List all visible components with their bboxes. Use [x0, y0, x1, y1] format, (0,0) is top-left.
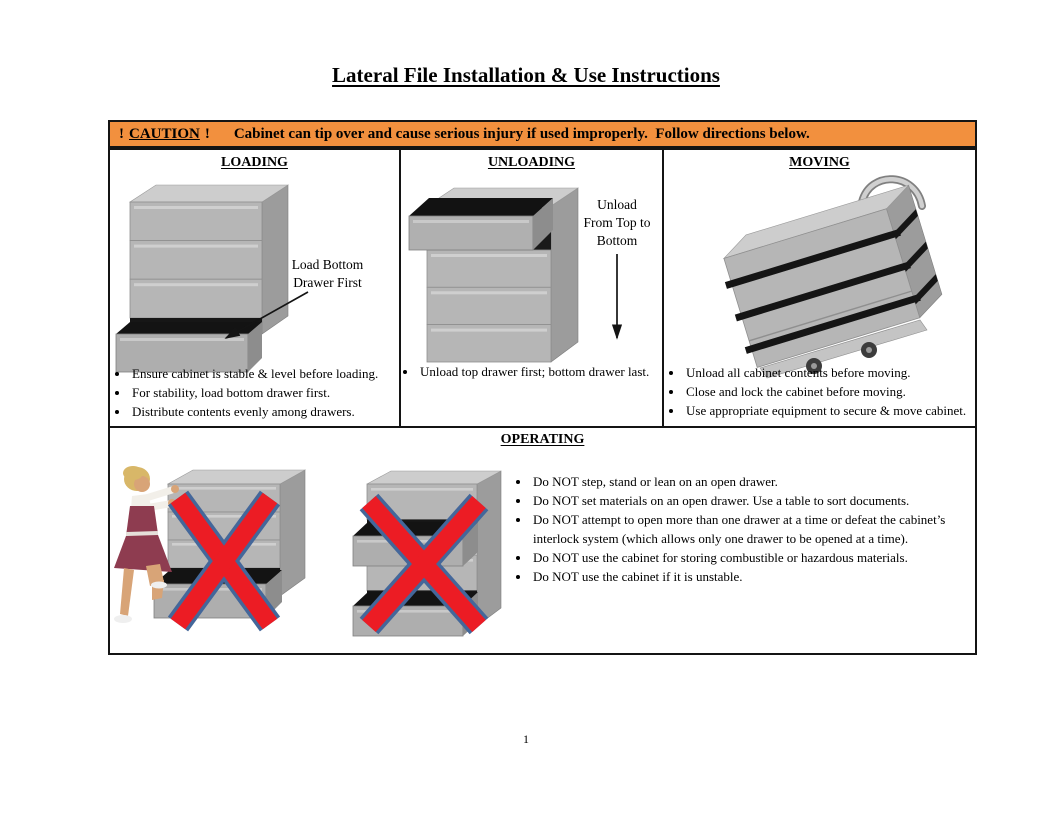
bullet-item: Unload top drawer first; bottom drawer l…	[418, 362, 662, 381]
bullet-item: Do NOT set materials on an open drawer. …	[531, 491, 975, 510]
bullet-item: Do NOT use the cabinet if it is unstable…	[531, 567, 975, 586]
page-title: Lateral File Installation & Use Instruct…	[0, 63, 1052, 88]
caution-word: CAUTION	[129, 125, 200, 142]
unload-callout-label: Unload From Top to Bottom	[583, 197, 651, 248]
bullet-item: Do NOT use the cabinet for storing combu…	[531, 548, 975, 567]
unloading-cabinet-illustration	[408, 187, 623, 363]
operating-heading: OPERATING	[500, 432, 585, 447]
caution-exclaim-left: !	[119, 125, 124, 142]
caution-banner: ! CAUTION ! Cabinet can tip over and cau…	[108, 120, 977, 148]
bullet-item: Unload all cabinet contents before movin…	[684, 363, 975, 382]
prohibited-x-mark	[167, 490, 281, 632]
bullet-item: Ensure cabinet is stable & level before …	[130, 364, 399, 383]
caution-message: Cabinet can tip over and cause serious i…	[233, 125, 810, 142]
unloading-bullet-list: Unload top drawer first; bottom drawer l…	[403, 362, 662, 381]
load-bottom-arrow	[224, 291, 309, 339]
bullet-item: For stability, load bottom drawer first.	[130, 383, 399, 402]
moving-cabinet-illustration	[722, 175, 943, 379]
bullet-item: Distribute contents evenly among drawers…	[130, 402, 399, 421]
load-callout-label: Load Bottom Drawer First	[291, 257, 364, 290]
caution-exclaim-right: !	[204, 125, 210, 142]
page-number: 1	[523, 732, 529, 746]
bullet-item: Use appropriate equipment to secure & mo…	[684, 401, 975, 420]
prohibited-x-mark	[359, 493, 489, 635]
page-title-text: Lateral File Installation & Use Instruct…	[332, 63, 720, 87]
loading-heading: LOADING	[221, 155, 288, 170]
moving-heading: MOVING	[789, 155, 850, 170]
moving-section: MOVING	[664, 150, 975, 426]
unloading-section: UNLOADING	[401, 150, 664, 426]
bullet-item: Close and lock the cabinet before moving…	[684, 382, 975, 401]
unloading-heading: UNLOADING	[487, 155, 576, 170]
loading-bullet-list: Ensure cabinet is stable & level before …	[113, 364, 399, 421]
bullet-item: Do NOT step, stand or lean on an open dr…	[531, 472, 975, 491]
person-figure	[114, 466, 179, 623]
do-not-climb-illustration	[114, 466, 307, 632]
moving-bullet-list: Unload all cabinet contents before movin…	[668, 363, 975, 420]
bullet-item: Do NOT attempt to open more than one dra…	[531, 510, 975, 548]
do-not-open-two-drawers-illustration	[352, 470, 502, 637]
operating-section: OPERATING	[110, 426, 975, 653]
operating-bullet-list: Do NOT step, stand or lean on an open dr…	[514, 472, 975, 586]
loading-section: LOADING	[110, 150, 401, 426]
loading-cabinet-illustration	[115, 184, 309, 373]
instructions-table: LOADING	[108, 148, 977, 655]
